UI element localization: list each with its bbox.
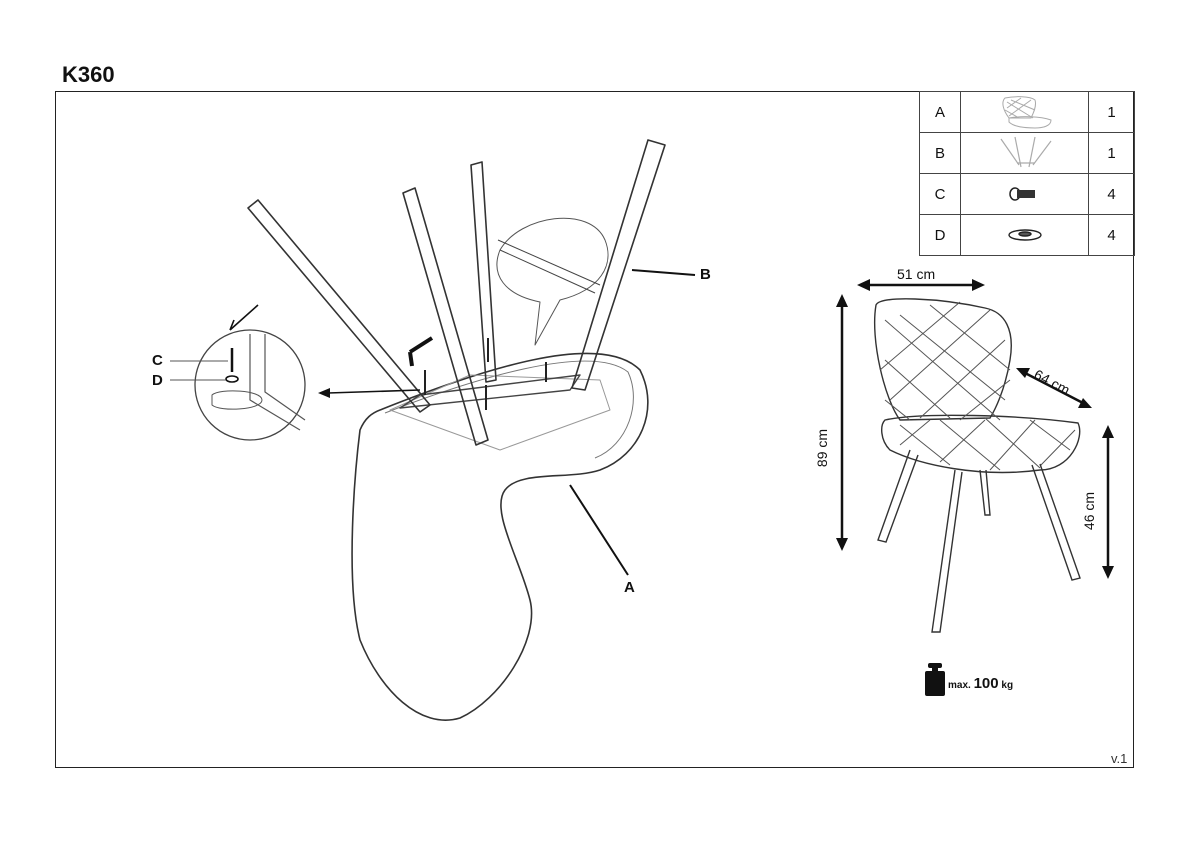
bubble-rail-1	[497, 239, 601, 286]
leg-2	[402, 187, 489, 446]
callout-d-label: D	[152, 372, 163, 389]
leg-3	[470, 161, 497, 383]
chair-back	[873, 298, 1012, 421]
callout-c-label: C	[152, 352, 163, 369]
dimension-chair	[873, 298, 1081, 633]
part-qty: 1	[1088, 91, 1135, 133]
diagram-frame	[55, 91, 1134, 768]
detail-washer	[225, 375, 239, 383]
leg-1	[247, 199, 431, 413]
parts-row: A 1	[919, 91, 1135, 133]
seat-icon	[960, 91, 1089, 133]
max-load-value: 100	[973, 675, 999, 692]
leg-4	[571, 139, 666, 391]
part-letter: B	[919, 132, 961, 174]
max-load-unit: kg	[1001, 680, 1014, 691]
parts-row: D 4	[919, 214, 1135, 256]
seat-height-label: 46 cm	[1081, 491, 1098, 531]
depth-arrow	[1024, 371, 1084, 405]
chair-leg-front-left	[877, 449, 919, 543]
max-load-prefix: max.	[948, 680, 971, 691]
callout-a-label: A	[624, 579, 635, 596]
chair-leg-back-right	[1031, 463, 1081, 581]
frame-rail	[399, 374, 581, 409]
parts-row: B 1	[919, 132, 1135, 174]
part-letter: D	[919, 214, 961, 256]
bolt-icon	[960, 173, 1089, 215]
seat-shell	[351, 352, 649, 721]
detail-plate	[211, 390, 263, 410]
detail-allen-key	[229, 304, 259, 331]
callout-a-line	[569, 484, 629, 576]
part-letter: C	[919, 173, 961, 215]
chair-leg-back-left	[979, 469, 991, 516]
part-letter: A	[919, 91, 961, 133]
detail-arrowhead	[318, 388, 330, 398]
chair-leg-front-right	[931, 469, 963, 633]
seat-inner-edge	[384, 360, 634, 459]
weight-icon	[925, 663, 945, 696]
washer-icon	[960, 214, 1089, 256]
chair-back-quilting	[879, 301, 1011, 421]
model-title: K360	[62, 62, 115, 87]
detail-bubble	[496, 217, 609, 346]
detail-arrow-line	[327, 389, 421, 394]
callout-b-line	[631, 269, 696, 276]
callout-b-label: B	[700, 266, 711, 283]
detail-circle	[194, 329, 306, 441]
parts-table: A 1 B 1 C 4 D	[919, 91, 1135, 256]
part-qty: 4	[1088, 214, 1135, 256]
part-qty: 4	[1088, 173, 1135, 215]
width-label: 51 cm	[897, 266, 936, 282]
allen-key	[408, 336, 434, 367]
height-label: 89 cm	[814, 428, 831, 468]
leg-frame-icon	[960, 132, 1089, 174]
detail-leg	[249, 334, 306, 431]
seat-base-plate	[389, 374, 611, 451]
frame-bolts	[424, 338, 547, 410]
parts-row: C 4	[919, 173, 1135, 215]
max-load-label: max. 100 kg	[948, 675, 1013, 692]
version-label: v.1	[1111, 751, 1128, 766]
chair-seat	[881, 414, 1081, 474]
part-qty: 1	[1088, 132, 1135, 174]
chair-seat-quilting	[899, 417, 1076, 471]
bubble-rail-2	[499, 249, 596, 294]
